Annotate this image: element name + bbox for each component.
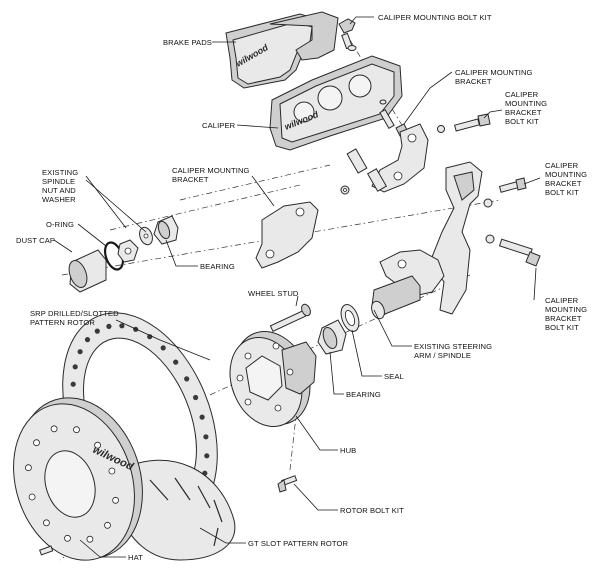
label-srp-rotor-line-1: SRP DRILLED/SLOTTED	[30, 309, 119, 318]
outer-bearing	[153, 215, 179, 245]
label-bracket-bolt-kit-1-line-1: CALIPER	[505, 90, 539, 99]
label-wheel-stud: WHEEL STUD	[248, 289, 299, 298]
drill-hole	[84, 337, 91, 343]
wheel-stud	[269, 303, 311, 332]
inner-bearing	[317, 319, 347, 355]
label-bracket-bolt-kit-2-line-1: CALIPER	[545, 161, 579, 170]
drill-hole	[203, 434, 209, 440]
label-bracket-bolt-kit-2-line-4: BOLT KIT	[545, 188, 579, 197]
label-gt-slot-rotor: GT SLOT PATTERN ROTOR	[248, 539, 349, 548]
label-brake-pads: BRAKE PADS	[163, 38, 212, 47]
label-hub: HUB	[340, 446, 356, 455]
hat-bolt-holes	[24, 425, 119, 543]
drill-hole	[173, 359, 179, 365]
hat-bolt-hole	[73, 426, 80, 434]
hat-bolt-hole	[64, 534, 71, 542]
brake-pads: wilwood	[225, 11, 339, 89]
label-bracket-bolt-kit-3-line-1: CALIPER	[545, 296, 579, 305]
spindle-nut-and-washer	[117, 226, 153, 263]
label-caliper: CALIPER	[202, 121, 236, 130]
caliper-mounting-bracket-mid	[255, 201, 319, 269]
label-rotor-bolt-kit: ROTOR BOLT KIT	[340, 506, 404, 515]
label-bracket-bolt-kit-3-line-3: BRACKET	[545, 314, 582, 323]
label-caliper-mounting-bracket-top-1: CALIPER MOUNTING	[455, 68, 533, 77]
leader-lines	[53, 16, 541, 558]
drill-hole	[119, 323, 125, 329]
drill-hole	[184, 376, 190, 382]
caliper: wilwood	[269, 55, 403, 151]
label-bracket-bolt-kit-2-line-3: BRACKET	[545, 179, 582, 188]
label-bracket-bolt-kit-2-line-2: MOUNTING	[545, 170, 587, 179]
hat-bolt-hole	[112, 496, 119, 504]
hat-bolt-hole	[94, 441, 101, 449]
caliper-mounting-bracket-upper	[340, 123, 429, 195]
drill-hole	[106, 323, 112, 329]
hub	[229, 330, 317, 428]
label-caliper-mounting-bolt-kit: CALIPER MOUNTING BOLT KIT	[378, 13, 492, 22]
drill-hole	[72, 364, 78, 370]
label-caliper-mounting-bracket-top-2: BRACKET	[455, 77, 492, 86]
hat-bolt-hole	[24, 464, 32, 472]
label-caliper-mounting-bracket-mid-1: CALIPER MOUNTING	[172, 166, 250, 175]
label-bracket-bolt-kit-3-line-4: BOLT KIT	[545, 323, 579, 332]
label-dust-cap: DUST CAP	[16, 236, 55, 245]
drill-hole	[147, 334, 153, 340]
hat-bolt-hole	[104, 521, 111, 529]
hat-bolt-hole	[28, 493, 36, 501]
steering-arm-spindle	[371, 249, 445, 320]
label-caliper-mounting-bracket-mid-2: BRACKET	[172, 175, 209, 184]
dust-cap	[68, 249, 107, 293]
label-spindle-nut-line-4: WASHER	[42, 195, 76, 204]
drill-hole	[77, 349, 83, 355]
label-o-ring: O-RING	[46, 220, 74, 229]
label-bracket-bolt-kit-1-line-2: MOUNTING	[505, 99, 547, 108]
gt-slot-rotor	[119, 459, 236, 561]
drill-hole	[70, 381, 76, 387]
rotor-bolt-kit	[39, 475, 298, 556]
steering-knuckle	[429, 161, 483, 315]
label-srp-rotor-line-2: PATTERN ROTOR	[30, 318, 95, 327]
drill-hole	[160, 345, 166, 351]
drill-hole	[193, 394, 199, 401]
label-spindle-nut-line-3: NUT AND	[42, 186, 76, 195]
label-bracket-bolt-kit-1-line-4: BOLT KIT	[505, 117, 539, 126]
label-bearing-inner: BEARING	[346, 390, 381, 399]
drill-hole	[94, 328, 100, 334]
bracket-bolt-kit-right	[437, 113, 541, 267]
label-bracket-bolt-kit-1-line-3: BRACKET	[505, 108, 542, 117]
label-steering-arm-line-2: ARM / SPINDLE	[414, 351, 471, 360]
label-steering-arm-line-1: EXISTING STEERING	[414, 342, 492, 351]
label-spindle-nut-line-2: SPINDLE	[42, 177, 75, 186]
hat: wilwood	[13, 397, 143, 561]
label-seal: SEAL	[384, 372, 404, 381]
drill-hole	[199, 414, 205, 420]
hat-bolt-hole	[50, 425, 58, 433]
hat-bolt-hole	[108, 467, 116, 475]
hat-bolt-hole	[33, 439, 40, 447]
seal	[340, 304, 360, 332]
hat-bolt-hole	[86, 535, 94, 543]
label-bearing-outer: BEARING	[200, 262, 235, 271]
drill-hole	[204, 453, 210, 459]
hat-bolt-hole	[43, 519, 50, 527]
label-spindle-nut-line-1: EXISTING	[42, 168, 78, 177]
label-hat: HAT	[128, 553, 143, 562]
label-bracket-bolt-kit-3-line-2: MOUNTING	[545, 305, 587, 314]
caliper-mounting-bolt-kit-top	[338, 18, 409, 137]
part-labels: CALIPER MOUNTING BOLT KIT BRAKE PADS CAL…	[16, 13, 587, 562]
